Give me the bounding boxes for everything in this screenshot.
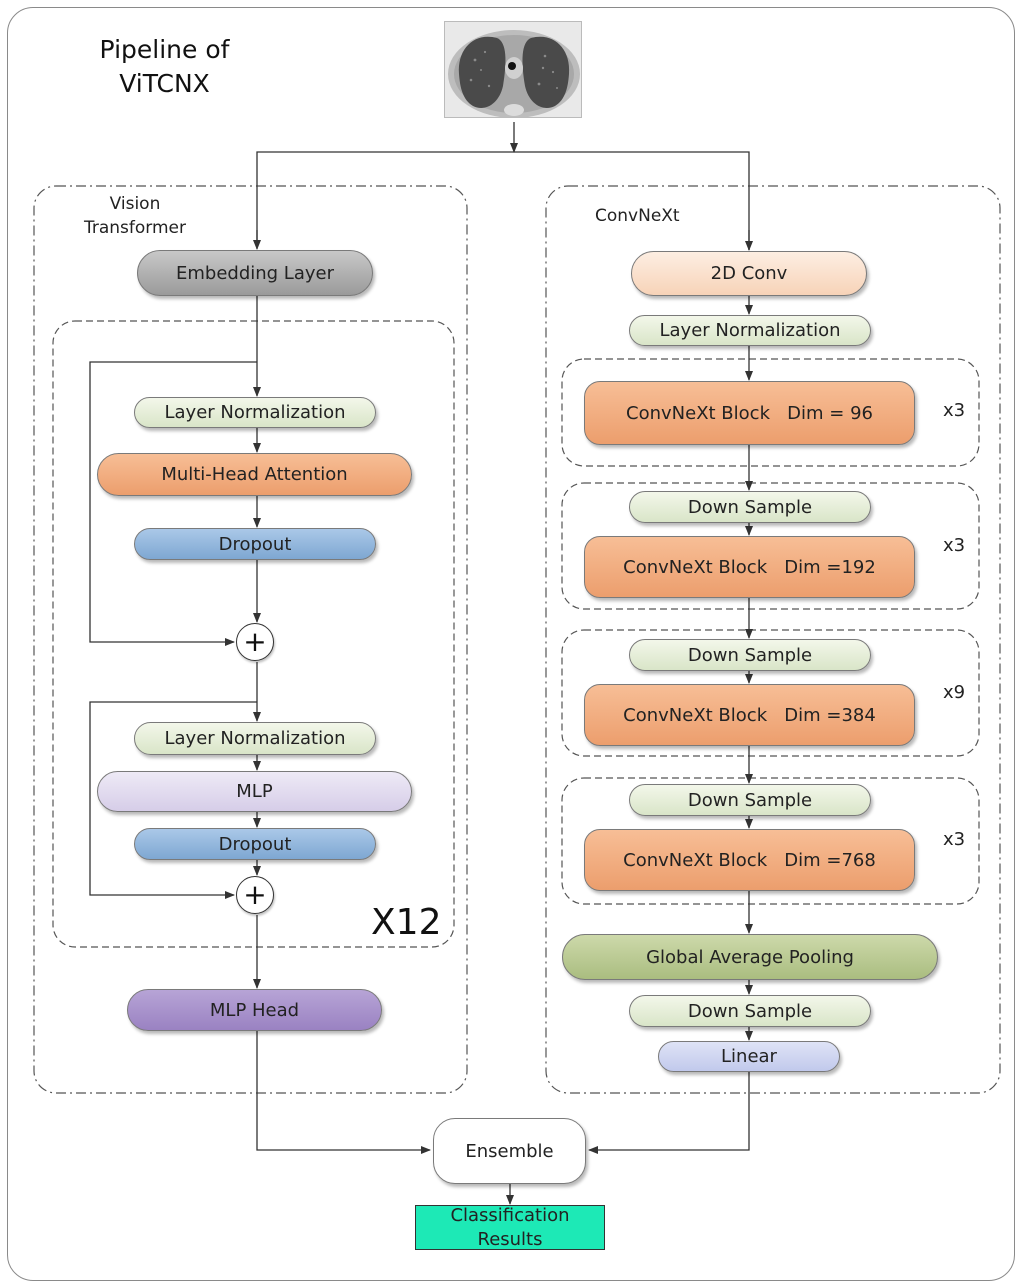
encoder-repeat-outline (52, 320, 455, 948)
ct-scan-image (444, 21, 582, 118)
vit-group-label: Vision Transformer (62, 192, 208, 240)
embedding-layer-node: Embedding Layer (137, 250, 373, 296)
encoder-repeat-count: X12 (371, 902, 442, 943)
stage-2-repeat: x3 (943, 535, 966, 556)
add-icon: + (236, 876, 274, 914)
conv2d-node: 2D Conv (631, 251, 867, 296)
result-line-1: Classification (450, 1204, 570, 1226)
ensemble-node: Ensemble (433, 1118, 586, 1184)
convnext-group-label: ConvNeXt (595, 206, 680, 226)
result-line-2: Results (477, 1228, 543, 1250)
mlp-node: MLP (97, 771, 412, 812)
classification-results-node: Classification Results (415, 1205, 605, 1250)
mlp-head-node: MLP Head (127, 989, 382, 1031)
down-sample-1-node: Down Sample (629, 491, 871, 523)
stage-1-repeat: x3 (943, 400, 966, 421)
down-sample-3-node: Down Sample (629, 784, 871, 816)
down-sample-4-node: Down Sample (629, 995, 871, 1027)
convnext-block-4-node: ConvNeXt Block Dim =768 (584, 829, 915, 891)
convnext-block-3-node: ConvNeXt Block Dim =384 (584, 684, 915, 746)
add-icon: + (236, 623, 274, 661)
linear-node: Linear (658, 1041, 840, 1072)
lung-ct-picture (445, 22, 581, 117)
vit-group-outline (33, 185, 468, 1094)
stage-3-repeat: x9 (943, 682, 966, 703)
down-sample-2-node: Down Sample (629, 639, 871, 671)
stage-4-repeat: x3 (943, 829, 966, 850)
title-line-2: ViTCNX (119, 69, 210, 98)
vit-label-line-2: Transformer (83, 218, 186, 238)
vit-label-line-1: Vision (109, 194, 161, 214)
convnext-block-2-node: ConvNeXt Block Dim =192 (584, 536, 915, 598)
vit-layer-norm-1-node: Layer Normalization (134, 397, 376, 428)
convnext-layer-norm-node: Layer Normalization (629, 315, 871, 346)
vit-dropout-2-node: Dropout (134, 828, 376, 860)
title-line-1: Pipeline of (99, 35, 230, 64)
stage3-outline (561, 629, 980, 757)
figure-frame (7, 7, 1015, 1281)
convnext-group-outline (545, 185, 1001, 1094)
vit-layer-norm-2-node: Layer Normalization (134, 722, 376, 755)
stage4-outline (561, 777, 980, 905)
global-average-pooling-node: Global Average Pooling (562, 934, 938, 980)
stage2-outline (561, 482, 980, 610)
convnext-block-1-node: ConvNeXt Block Dim = 96 (584, 381, 915, 445)
vit-dropout-1-node: Dropout (134, 528, 376, 560)
multi-head-attention-node: Multi-Head Attention (97, 453, 412, 496)
diagram-title: Pipeline of ViTCNX (62, 33, 267, 101)
